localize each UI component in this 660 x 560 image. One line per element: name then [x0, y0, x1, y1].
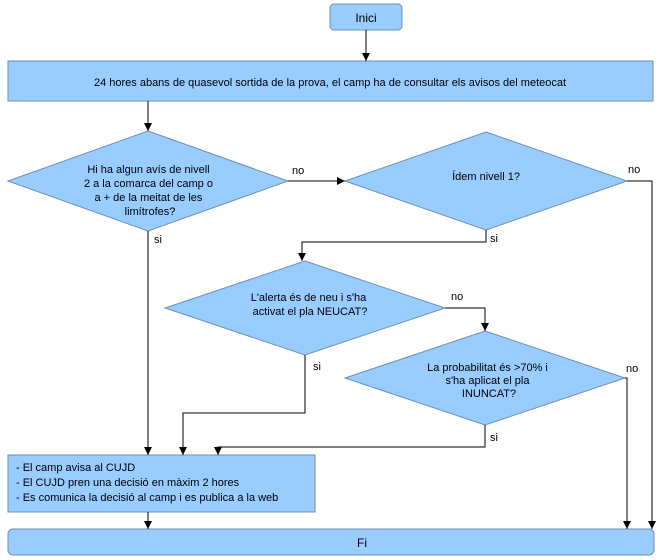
decision1-text: Hi ha algun avís de nivell 2 a la comarc… [84, 164, 216, 218]
d1-no-label: no [292, 165, 304, 177]
decision2-text: Ídem nivell 1? [452, 170, 520, 183]
decision3-text: L'alerta és de neu i s'ha activat el pla… [251, 292, 370, 318]
d3-no-label: no [451, 291, 463, 303]
end-label: Fi [357, 536, 367, 550]
connector-d3-no-d4 [445, 307, 489, 331]
connector-d4-yes-actions [214, 425, 486, 455]
d2-no-label: no [628, 164, 640, 176]
d1-yes-label: si [154, 234, 162, 246]
d2-yes-label: si [490, 233, 498, 245]
start-label: Inici [355, 11, 376, 25]
actions-box [7, 454, 316, 513]
connector-d2-no-end [627, 180, 656, 529]
consult-meteocat-text: 24 hores abans de quasevol sortida de la… [94, 77, 566, 89]
decision4-text: La probabilitat és >70% i s'ha aplicat e… [427, 362, 551, 400]
connector-d2-yes-d3 [298, 230, 487, 261]
consult-meteocat-step [7, 60, 654, 102]
connector-d3-yes-actions [179, 355, 306, 455]
d4-yes-label: si [490, 432, 498, 444]
d3-yes-label: si [313, 361, 321, 373]
connector-d4-no-end [623, 377, 631, 529]
d4-no-label: no [626, 363, 638, 375]
actions-text: - El camp avisa al CUJD - El CUJD pren u… [16, 462, 278, 504]
end-node [7, 528, 655, 556]
